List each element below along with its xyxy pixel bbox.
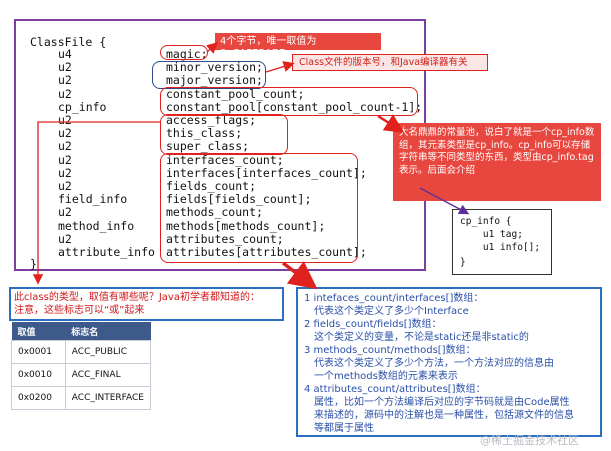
note-line: 来描述的，源码中的注解也是一种属性，包括源文件的信息 — [314, 410, 574, 421]
cp-info-line: u1 info[]; — [460, 242, 541, 253]
field-name: major_version; — [166, 73, 263, 88]
field-type: cp_info — [58, 99, 107, 114]
field-type: u2 — [58, 60, 72, 75]
field-name: attributes_count; — [166, 231, 284, 246]
note-line: 1 intefaces_count/interfaces[]数组： — [304, 293, 484, 304]
cp-info-line: u1 tag; — [460, 229, 523, 240]
table-row: 0x0010 ACC_FINAL — [11, 363, 152, 387]
table-cell: 0x0001 — [11, 340, 66, 364]
constant-pool-highlight — [160, 87, 418, 116]
field-name: super_class; — [166, 139, 250, 154]
field-name: fields[fields_count]; — [166, 192, 312, 207]
constant-pool-arrow — [377, 114, 405, 133]
field-type: u2 — [58, 126, 72, 141]
field-name: interfaces[interfaces_count]; — [166, 165, 367, 180]
field-type: u2 — [58, 86, 72, 101]
class-flags-highlight — [160, 114, 288, 155]
field-type: attribute_info — [58, 245, 155, 259]
access-flags-arrow — [32, 121, 160, 285]
watermark: @稀土掘金技术社区 — [480, 434, 579, 447]
note-line: 等都属于属性 — [314, 423, 374, 434]
field-name: methods[methods_count]; — [166, 218, 326, 233]
note-line: 这个类定义的变量，不论是static还是非static的 — [314, 332, 529, 343]
field-type: u4 — [58, 47, 72, 61]
version-callout: Class文件的版本号，和Java编译器有关 — [292, 54, 488, 71]
field-type: u2 — [58, 139, 72, 154]
version-arrow — [265, 61, 295, 73]
note-line: 一个methods数组的元素来表示 — [314, 371, 458, 382]
access-flags-note-box — [9, 287, 284, 321]
field-type: u2 — [58, 152, 72, 167]
arrays-highlight — [160, 153, 358, 263]
table-header-row: 取值 标志名 — [11, 322, 151, 341]
access-flags-note: 此class的类型，取值有哪些呢？Java初学者都知道的： 注意，这些标志可以“… — [14, 291, 260, 317]
field-name: access_flags; — [166, 113, 257, 127]
field-type: method_info — [58, 218, 135, 233]
field-name: this_class; — [166, 126, 243, 141]
field-name: methods_count; — [166, 205, 263, 220]
constant-pool-callout: 大名鼎鼎的常量池，说白了就是一个cp_info数组，其元素类型是cp_info。… — [393, 123, 601, 201]
field-name: constant_pool[constant_pool_count-1]; — [166, 99, 423, 114]
access-flags-table: 取值 标志名 0x0001 ACC_PUBLIC 0x0010 ACC_FINA… — [11, 322, 152, 410]
field-name: fields_count; — [166, 179, 257, 193]
field-type: u2 — [58, 231, 72, 246]
field-name: attributes[attributes_count]; — [166, 245, 367, 259]
field-type: u2 — [58, 113, 72, 127]
access-flags-note-line: 此class的类型，取值有哪些呢？Java初学者都知道的： — [14, 292, 260, 303]
classfile-footer: } — [30, 257, 37, 271]
classfile-header: ClassFile { — [30, 35, 107, 49]
note-line: 4 attributes_count/attributes[]数组： — [304, 384, 486, 395]
field-type: u2 — [58, 205, 72, 220]
cp-info-line: cp_info { — [460, 216, 512, 227]
cp-info-struct-box — [452, 209, 552, 275]
table-cell: ACC_INTERFACE — [64, 386, 152, 410]
note-line: 代表这个类定义了多少个Interface — [314, 306, 469, 317]
field-type: u2 — [58, 179, 72, 193]
magic-callout: 4个字节，唯一取值为0xCAFEBABE — [215, 33, 381, 59]
note-line: 2 fields_count/fields[]数组： — [304, 319, 442, 330]
magic-arrow — [206, 42, 219, 54]
field-type: u2 — [58, 165, 72, 180]
cp-info-line: } — [460, 257, 466, 268]
field-name: magic; — [166, 47, 208, 61]
note-line: 3 methods_count/methods[]数组： — [304, 345, 476, 356]
table-header: 标志名 — [65, 322, 151, 341]
note-line: 属性，比如一个方法编译后对应的字节码就是由Code属性 — [314, 397, 570, 408]
field-name: minor_version; — [166, 60, 263, 75]
field-type: u2 — [58, 73, 72, 88]
table-cell: 0x0010 — [11, 363, 66, 387]
field-name: interfaces_count; — [166, 152, 284, 167]
table-header: 取值 — [11, 322, 66, 341]
table-row: 0x0200 ACC_INTERFACE — [11, 386, 152, 410]
cp-info-arrow — [419, 187, 470, 215]
version-highlight — [152, 61, 266, 89]
arrays-note-box — [296, 287, 602, 437]
field-type: field_info — [58, 192, 128, 207]
note-line: 代表这个类定义了多少个方法，一个方法对应的信息由 — [314, 358, 554, 369]
field-name: constant_pool_count; — [166, 86, 305, 101]
access-flags-note-line: 注意，这些标志可以“或”起来 — [14, 305, 145, 316]
arrays-arrow — [281, 261, 318, 290]
